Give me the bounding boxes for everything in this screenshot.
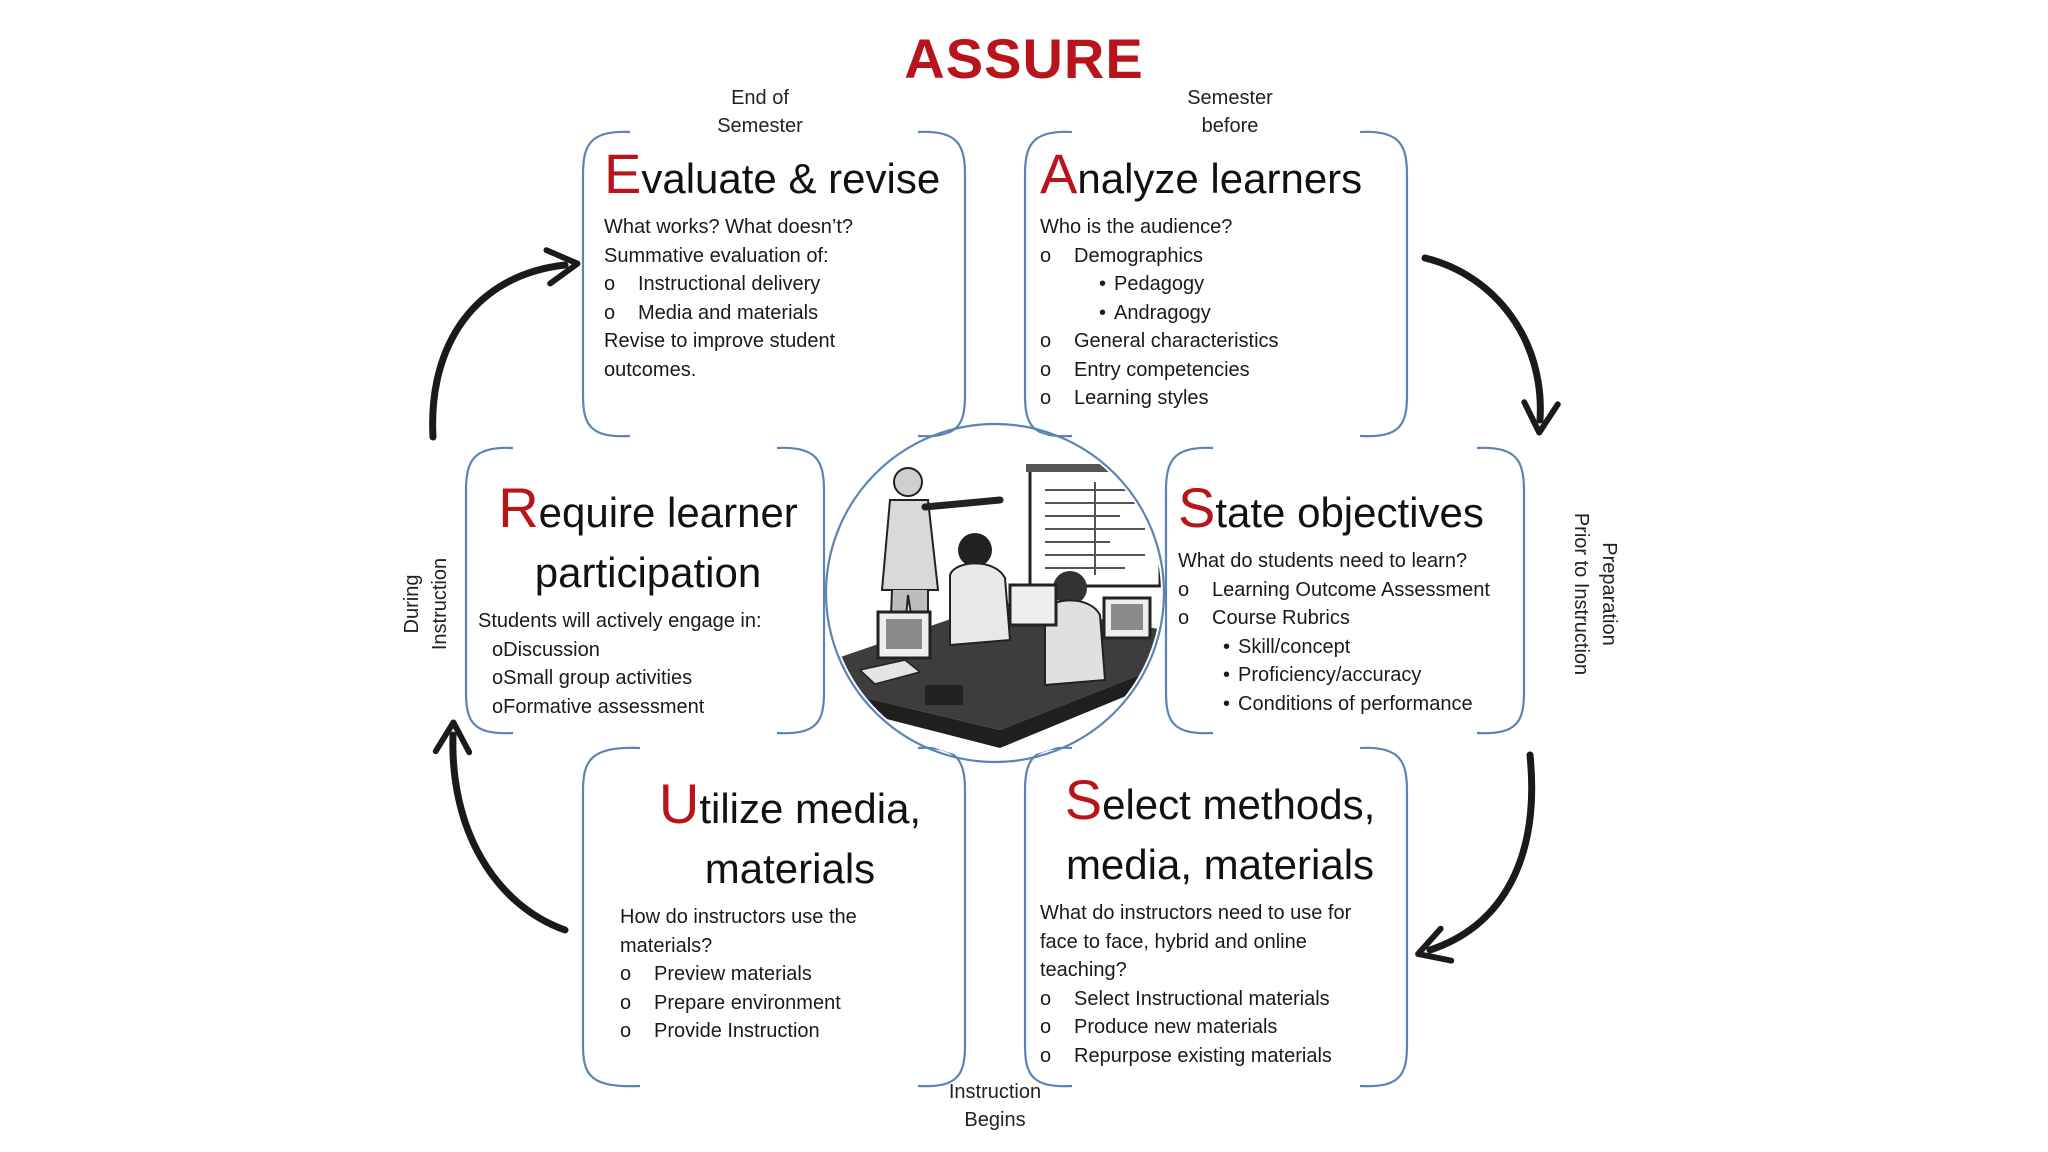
require-item: oSmall group activities	[492, 667, 693, 689]
evaluate-line: What works? What doesn’t?	[604, 216, 853, 238]
note-preparation: Preparation Prior to Instruction	[1570, 512, 1620, 676]
step-utilize: Utilize media, materials How do instruct…	[620, 776, 960, 1046]
step-select: Select methods, media, materials What do…	[1040, 772, 1400, 1070]
utilize-intro: materials?	[620, 934, 713, 957]
select-intro: face to face, hybrid and online	[1040, 930, 1307, 953]
state-subitem: •Skill/concept	[1222, 635, 1351, 658]
select-heading-line2: media, materials	[1065, 841, 1375, 888]
arrow-require-to-evaluate	[429, 247, 581, 441]
select-intro: teaching?	[1040, 959, 1127, 981]
evaluate-line: outcomes.	[604, 358, 697, 381]
require-frame	[464, 446, 514, 735]
center-circle	[824, 422, 1166, 764]
state-subitem: •Proficiency/accuracy	[1222, 664, 1422, 686]
utilize-heading: Utilize media,	[658, 772, 922, 835]
utilize-intro: How do instructors use the	[620, 906, 857, 928]
step-evaluate: Evaluate & revise What works? What doesn…	[604, 146, 964, 384]
step-require: Require learner participation Students w…	[478, 480, 818, 721]
select-intro: What do instructors need to use for	[1040, 902, 1352, 924]
step-state: State objectives What do students need t…	[1178, 480, 1518, 718]
require-heading: Require learner	[498, 476, 798, 539]
utilize-frame	[581, 746, 641, 1088]
note-end-of-semester: End of Semester	[717, 87, 803, 137]
analyze-intro: Who is the audience?	[1040, 216, 1233, 238]
analyze-heading: Analyze learners	[1040, 142, 1363, 205]
select-heading: Select methods,	[1064, 768, 1376, 831]
utilize-heading-line2: materials	[704, 845, 876, 892]
analyze-subitem: •Andragogy	[1098, 301, 1211, 324]
note-instruction-begins: Instruction Begins	[948, 1081, 1042, 1131]
state-intro: What do students need to learn?	[1178, 550, 1468, 572]
classroom-clipart	[829, 427, 1161, 759]
require-item: oFormative assessment	[492, 695, 705, 718]
evaluate-line: Revise to improve student	[604, 330, 836, 352]
note-semester-before: Semester before	[1187, 87, 1273, 137]
analyze-frame	[1023, 130, 1073, 438]
evaluate-heading: Evaluate & revise	[604, 142, 941, 205]
arrow-utilize-to-require	[432, 719, 569, 934]
arrow-analyze-to-state	[1421, 254, 1561, 436]
diagram-title: ASSURE	[904, 27, 1144, 90]
state-subitem: •Conditions of performance	[1222, 692, 1473, 715]
require-item: oDiscussion	[492, 638, 600, 661]
evaluate-frame	[581, 130, 631, 438]
analyze-subitem: •Pedagogy	[1098, 273, 1205, 295]
state-frame	[1164, 446, 1214, 735]
require-heading-line2: participation	[534, 549, 762, 596]
state-heading: State objectives	[1178, 476, 1484, 539]
evaluate-line: Summative evaluation of:	[604, 244, 829, 267]
note-during-instruction: During Instruction	[401, 557, 451, 651]
require-intro: Students will actively engage in:	[478, 610, 762, 632]
arrow-state-to-select	[1415, 751, 1536, 964]
